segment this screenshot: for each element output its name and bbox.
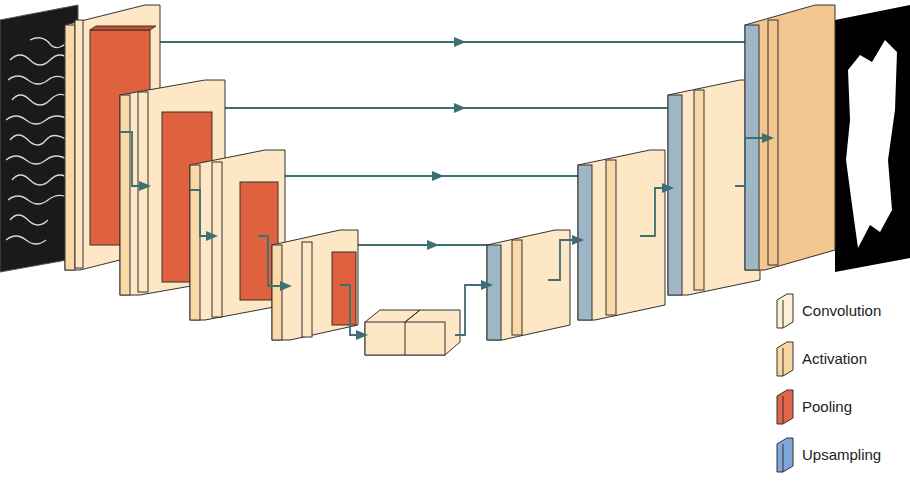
legend-label: Activation [802,350,867,367]
encoder-block [190,150,285,320]
decoder-block [578,150,665,320]
bottleneck-block [365,310,460,355]
legend-label: Convolution [802,302,881,319]
legend-item: Convolution [775,292,910,332]
legend-label: Pooling [802,398,852,415]
legend-swatch [775,388,797,428]
legend-swatch [775,436,797,476]
legend-label: Upsampling [802,446,881,463]
legend-item: Pooling [775,388,910,428]
output-mask [835,5,910,272]
legend-swatch [775,292,797,332]
input-image [0,5,78,272]
legend-item: Activation [775,340,910,380]
flow-arrows [120,132,768,335]
decoder-block [487,230,570,340]
legend-item: Upsampling [775,436,910,476]
legend-swatch [775,340,797,380]
